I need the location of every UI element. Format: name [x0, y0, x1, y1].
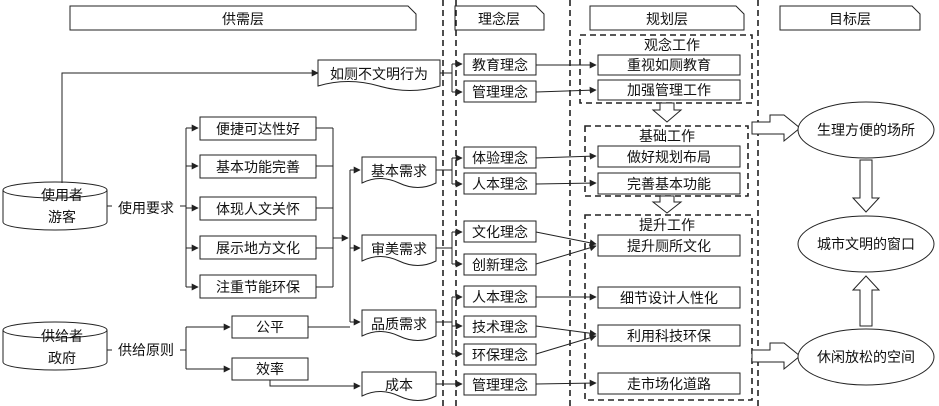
action-toilet-culture: 提升厕所文化	[597, 234, 741, 257]
layer-header-supply-label: 供需层	[222, 12, 264, 28]
flow-arrow	[851, 275, 881, 327]
flow-arrow	[651, 195, 683, 214]
svg-text:重视如厕教育: 重视如厕教育	[627, 58, 711, 74]
svg-text:城市文明的窗口: 城市文明的窗口	[817, 236, 915, 253]
requirement-humanistic-care: 体现人文关怀	[199, 196, 317, 221]
actor-provider-bottom: 政府	[48, 351, 76, 367]
layer-header-target-label: 目标层	[829, 12, 871, 28]
actor-provider: 供给者 政府	[2, 321, 108, 371]
concept-culture: 文化理念	[463, 220, 537, 243]
svg-text:走市场化道路: 走市场化道路	[627, 376, 711, 393]
requirement-convenient: 便捷可达性好	[199, 116, 317, 141]
svg-text:人本理念: 人本理念	[472, 289, 528, 306]
actor-provider-top: 供给者	[41, 329, 83, 345]
svg-text:成本: 成本	[385, 378, 413, 394]
concept-humanism: 人本理念	[463, 172, 537, 195]
layer-header-concept: 理念层	[454, 5, 545, 31]
concept-experience: 体验理念	[463, 146, 537, 169]
svg-text:文化理念: 文化理念	[472, 224, 528, 241]
svg-text:生理方便的场所: 生理方便的场所	[817, 123, 915, 139]
svg-text:提升厕所文化: 提升厕所文化	[627, 239, 711, 255]
target-leisure: 休闲放松的空间	[797, 328, 935, 386]
relation-use-requirement: 使用要求	[118, 200, 174, 217]
need-basic: 基本需求	[361, 156, 437, 188]
concept-education: 教育理念	[463, 53, 537, 76]
flow-arrow	[751, 114, 801, 143]
action-layout-planning: 做好规划布局	[597, 145, 741, 168]
svg-text:完善基本功能: 完善基本功能	[627, 176, 711, 193]
svg-text:基本需求: 基本需求	[371, 163, 427, 180]
action-basic-function: 完善基本功能	[597, 172, 741, 195]
layer-header-planning: 规划层	[589, 5, 745, 31]
actor-user: 使用者 游客	[2, 181, 108, 231]
requirement-basic-function: 基本功能完善	[199, 154, 317, 179]
concept-management: 管理理念	[463, 80, 537, 103]
svg-text:细节设计人性化: 细节设计人性化	[620, 291, 718, 307]
svg-text:提升工作: 提升工作	[639, 218, 695, 234]
svg-text:便捷可达性好: 便捷可达性好	[216, 122, 300, 138]
svg-text:体现人文关怀: 体现人文关怀	[216, 202, 300, 218]
svg-text:做好规划布局: 做好规划布局	[627, 150, 711, 166]
concept-technology: 技术理念	[463, 315, 537, 338]
svg-text:审美需求: 审美需求	[371, 242, 427, 258]
layer-header-concept-label: 理念层	[478, 11, 520, 28]
layer-header-planning-label: 规划层	[646, 12, 688, 28]
svg-text:管理理念: 管理理念	[472, 84, 528, 101]
concept-management-2: 管理理念	[463, 373, 537, 396]
svg-text:基础工作: 基础工作	[639, 128, 695, 145]
svg-text:效率: 效率	[256, 361, 284, 378]
flow-arrow	[851, 159, 881, 213]
requirement-local-culture: 展示地方文化	[199, 235, 317, 260]
svg-text:如厕不文明行为: 如厕不文明行为	[330, 67, 428, 83]
svg-text:公平: 公平	[256, 320, 284, 336]
svg-text:管理理念: 管理理念	[472, 377, 528, 394]
svg-text:体验理念: 体验理念	[472, 150, 528, 167]
concept-environment: 环保理念	[463, 343, 537, 366]
flow-arrow	[651, 102, 683, 123]
requirement-energy-saving: 注重节能环保	[199, 274, 317, 299]
concept-humanism-2: 人本理念	[463, 285, 537, 308]
svg-text:环保理念: 环保理念	[472, 347, 528, 364]
need-quality: 品质需求	[361, 309, 437, 341]
target-physiological: 生理方便的场所	[797, 101, 935, 159]
layer-header-target: 目标层	[779, 5, 921, 31]
layer-header-supply: 供需层	[69, 5, 417, 31]
action-tech-environment: 利用科技环保	[597, 324, 741, 347]
svg-text:加强管理工作: 加强管理工作	[627, 83, 711, 99]
action-strengthen-management: 加强管理工作	[597, 79, 741, 101]
flow-arrow	[751, 342, 801, 371]
svg-text:品质需求: 品质需求	[371, 317, 427, 333]
action-toilet-education: 重视如厕教育	[597, 54, 741, 76]
action-humanized-design: 细节设计人性化	[597, 286, 741, 309]
concept-innovation: 创新理念	[463, 253, 537, 276]
relation-supply-principle: 供给原则	[118, 343, 174, 359]
actor-user-bottom: 游客	[48, 209, 76, 226]
svg-text:注重节能环保: 注重节能环保	[216, 280, 300, 296]
work-group-upgrade: 提升工作	[584, 214, 753, 401]
svg-text:教育理念: 教育理念	[472, 57, 528, 74]
uncivil-behavior: 如厕不文明行为	[317, 59, 441, 91]
svg-text:利用科技环保: 利用科技环保	[627, 329, 711, 345]
svg-text:技术理念: 技术理念	[472, 319, 528, 336]
svg-text:休闲放松的空间: 休闲放松的空间	[817, 350, 915, 366]
svg-text:创新理念: 创新理念	[472, 257, 528, 274]
action-market-approach: 走市场化道路	[597, 372, 741, 395]
svg-text:观念工作: 观念工作	[644, 37, 700, 54]
actor-user-top: 使用者	[41, 187, 83, 204]
target-city-window: 城市文明的窗口	[797, 215, 935, 273]
svg-text:基本功能完善: 基本功能完善	[216, 159, 300, 176]
need-aesthetic: 审美需求	[361, 234, 437, 266]
cost: 成本	[361, 371, 437, 401]
principle-fairness: 公平	[231, 315, 309, 339]
svg-text:展示地方文化: 展示地方文化	[216, 241, 300, 257]
principle-efficiency: 效率	[231, 357, 309, 381]
svg-text:人本理念: 人本理念	[472, 176, 528, 193]
